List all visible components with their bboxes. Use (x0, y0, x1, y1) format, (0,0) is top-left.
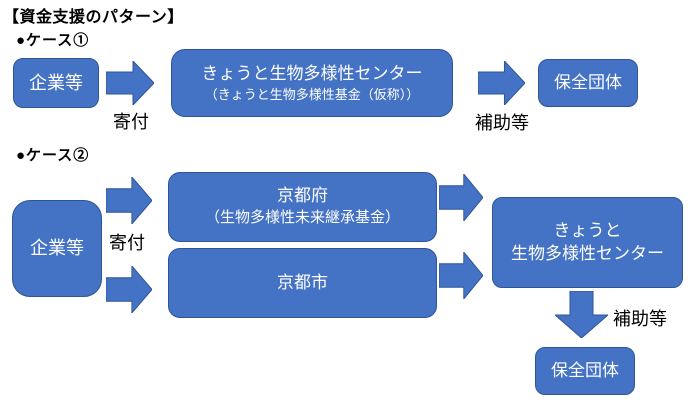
case2-company-label: 企業等 (30, 238, 84, 259)
case1-subsidy-label: 補助等 (475, 113, 529, 133)
case1-donation-label: 寄付 (113, 112, 149, 132)
diagram-title: 【資金支援のパターン】 (3, 9, 184, 26)
case2-center-line1: きょうと (553, 220, 622, 240)
case2-subsidy-label: 補助等 (613, 309, 667, 329)
case1-subsidy-right-arrow-icon (478, 61, 525, 105)
case1-donation-right-arrow-icon (106, 61, 154, 105)
case1-center-box: きょうと生物多様性センター （きょうと生物多様性基金（仮称）） (171, 49, 453, 117)
case2-city-label: 京都市 (277, 272, 328, 292)
case2-heading: ●ケース② (16, 147, 90, 164)
case2-donation-upper-right-arrow-icon (106, 177, 152, 224)
case2-city-to-center-right-arrow-icon (439, 252, 483, 299)
case1-heading: ●ケース① (16, 32, 90, 49)
case1-company-label: 企業等 (29, 72, 83, 93)
case1-conservation-box: 保全団体 (538, 59, 638, 107)
case1-company-box: 企業等 (13, 58, 99, 108)
case2-pref-line2: （生物多様性未来継承基金） (204, 209, 400, 227)
case2-company-box: 企業等 (12, 200, 102, 297)
case2-kyoto-pref-box: 京都府 （生物多様性未来継承基金） (168, 172, 437, 242)
case1-center-line1: きょうと生物多様性センター (201, 63, 423, 83)
case2-conservation-box: 保全団体 (535, 347, 635, 395)
case2-center-box: きょうと 生物多様性センター (492, 197, 683, 288)
case2-center-line2: 生物多様性センター (511, 243, 664, 263)
case2-pref-line1: 京都府 (277, 186, 328, 206)
case2-donation-label: 寄付 (109, 233, 145, 253)
case2-donation-lower-right-arrow-icon (106, 266, 152, 313)
case1-conservation-label: 保全団体 (554, 72, 622, 92)
case2-pref-to-center-right-arrow-icon (439, 174, 483, 221)
case2-conservation-label: 保全団体 (551, 360, 619, 380)
case1-center-line2: （きょうと生物多様性基金（仮称）） (204, 86, 420, 102)
case2-kyoto-city-box: 京都市 (168, 248, 437, 318)
case2-subsidy-down-arrow-icon (555, 291, 608, 338)
